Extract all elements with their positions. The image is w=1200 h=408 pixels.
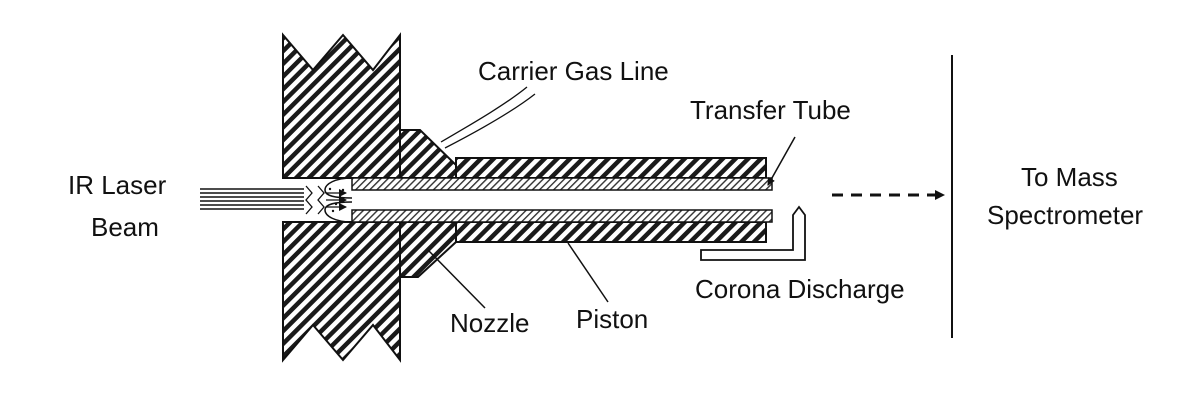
corona-discharge-label: Corona Discharge bbox=[695, 274, 905, 304]
carrier-gas-line-label: Carrier Gas Line bbox=[478, 56, 669, 86]
inlet-curve-lower bbox=[324, 201, 353, 223]
corona-discharge-needle bbox=[700, 205, 806, 261]
plume-dots bbox=[328, 187, 345, 213]
piston-lower-wall bbox=[455, 221, 767, 243]
to-mass-label: To Mass bbox=[1021, 162, 1118, 192]
transfer-tube-label: Transfer Tube bbox=[690, 95, 851, 125]
sample-zigzag bbox=[317, 185, 325, 215]
sample-zigzag bbox=[305, 185, 313, 215]
beam-label: Beam bbox=[91, 212, 159, 242]
plume-arrows bbox=[326, 189, 347, 211]
leader-transfer-tube bbox=[767, 136, 796, 186]
nozzle-label: Nozzle bbox=[450, 308, 529, 338]
leader-piston bbox=[567, 242, 609, 303]
nozzle-upper bbox=[399, 129, 457, 179]
transfer-tube-upper-wall bbox=[351, 177, 773, 191]
ir-laser-beam bbox=[200, 188, 304, 210]
spectrometer-label: Spectrometer bbox=[987, 200, 1143, 230]
carrier-gas-line bbox=[440, 86, 536, 149]
piston-upper-wall bbox=[455, 157, 767, 179]
lower-wall-block bbox=[282, 221, 401, 363]
leader-nozzle bbox=[427, 249, 486, 309]
leader-lines bbox=[427, 136, 796, 309]
transfer-tube-lower-wall bbox=[351, 209, 773, 223]
inlet-curve-upper bbox=[324, 177, 353, 199]
nozzle-lower bbox=[399, 221, 457, 278]
ir-laser-label: IR Laser bbox=[68, 170, 167, 200]
piston-label: Piston bbox=[576, 304, 648, 334]
upper-wall-block bbox=[282, 32, 401, 179]
